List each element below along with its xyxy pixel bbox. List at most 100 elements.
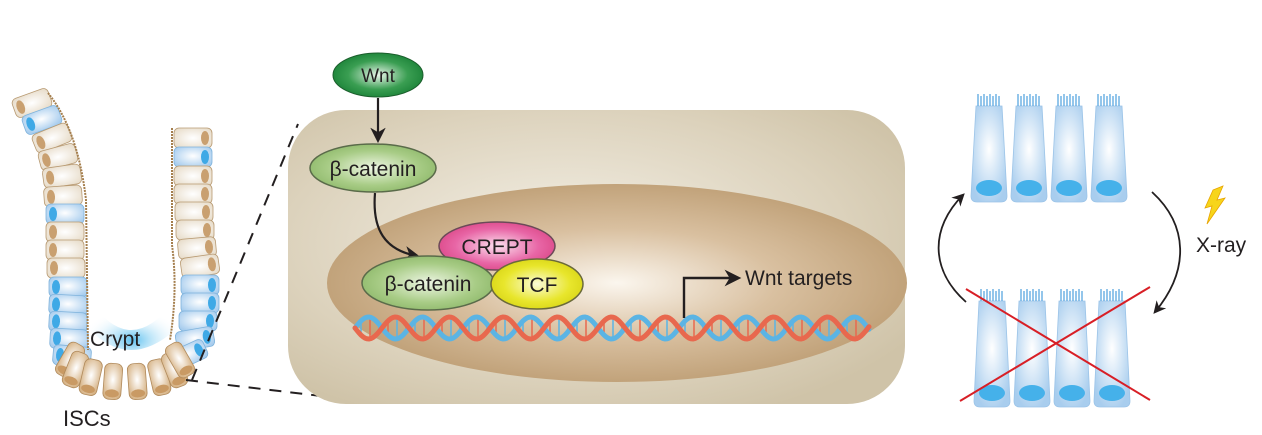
crypt-cell [173,183,213,205]
cell-nucleus [49,243,57,257]
crypt-cell [173,165,213,187]
crypt-cell [173,146,213,168]
stem-cell-niche [55,341,195,401]
nuclear-translocation-arrow [373,192,421,262]
cell-nucleus [104,389,119,398]
crypt-cell [45,203,85,225]
beta-catenin-cytoplasmic: β-catenin [309,143,437,193]
cell-nucleus [1099,385,1125,401]
wnt-ligand: Wnt [332,52,424,98]
crypt-cell [46,257,86,279]
damaged-epithelial-cells [973,289,1131,408]
crypt-cell [48,293,88,317]
cell-nucleus [52,297,61,312]
cell-nucleus [208,278,216,292]
damaged-cell [973,289,1011,408]
cell-nucleus [49,225,57,239]
crypt-right-wall [167,127,220,371]
crept-protein: CREPT [438,221,556,271]
damage-cross [959,286,1151,402]
cell-nucleus [203,223,211,237]
cell-nucleus [52,314,61,329]
damaged-cell [1053,289,1091,408]
cell-nucleus [52,280,60,294]
zoom-line-bottom [185,379,356,401]
beta-catenin-cytoplasmic-label: β-catenin [330,158,417,181]
cell-nucleus [36,135,46,150]
crypt-cell [45,239,85,261]
cell-nucleus [26,117,36,131]
healthy-cell [1090,94,1128,203]
cell-nucleus [172,376,186,386]
crypt-label: Crypt [90,328,140,351]
healthy-epithelial-cells [970,94,1128,203]
regeneration-arrow [937,193,967,303]
crypt-cell [180,292,220,314]
stem-cell [126,362,148,401]
cell-nucleus [46,170,55,185]
cell-nucleus [206,314,214,328]
crypt-cell [173,127,213,149]
cell-nucleus [202,205,210,219]
cell-nucleus [53,331,62,346]
healthy-cell [1050,94,1088,203]
stem-cell [165,341,195,379]
wnt-targets-label: Wnt targets [745,267,852,290]
crypt-cell [45,221,85,243]
damaged-cell [1093,289,1131,408]
beta-catenin-nuclear-label: β-catenin [385,273,472,296]
crypt-cell [177,236,217,260]
injury-arrow [1151,191,1182,314]
damaged-cell [1013,289,1051,408]
cell-nucleus [1019,385,1045,401]
cell-nucleus [201,131,209,145]
dna-strand [352,314,872,342]
tcf-protein: TCF [490,258,584,310]
cell-nucleus [42,153,51,167]
cell-nucleus [1056,180,1082,196]
crypt-left-wall [11,88,92,368]
cell-nucleus [155,384,169,394]
healthy-cell [970,94,1008,203]
healthy-cell [1010,94,1048,203]
cell-nucleus [64,376,78,386]
beta-catenin-nuclear: β-catenin [361,255,495,311]
cell-nucleus [16,100,26,114]
cell-nucleus [979,385,1005,401]
cell-nucleus [207,257,216,272]
x-ray-label: X-ray [1196,234,1247,257]
crypt-cell [180,274,220,296]
cell-nucleus [976,180,1002,196]
cell-nucleus [50,261,58,275]
cell-nucleus [131,389,146,398]
brush-border-right [169,128,176,341]
cell-nucleus [1059,385,1085,401]
cell-nucleus [1016,180,1042,196]
dna-strand [352,314,872,342]
intestinal-crypt: Crypt ISCs [11,88,220,431]
cell-nucleus [194,343,204,357]
cell-nucleus [201,187,209,201]
crypt-cell [21,105,63,135]
cell-nucleus [81,384,95,394]
crypt-cell [178,310,218,332]
cell-nucleus [1096,180,1122,196]
stem-cell [78,358,103,396]
wnt-label: Wnt [361,66,396,87]
cell-nucleus [204,239,213,254]
dna-helix [352,314,872,342]
stem-cell [102,362,124,401]
cell-nucleus [208,296,216,310]
tcf-label: TCF [517,274,558,297]
cell-nucleus [201,150,209,164]
zoom-line-top [191,123,299,381]
lightning-icon [1204,185,1226,225]
transcription-start-arrow [682,269,742,318]
cell-nucleus [47,189,56,204]
crypt-lumen [90,300,175,350]
crypt-cell [174,201,214,223]
stem-cell-label: ISCs [63,406,111,431]
cell-nucleus [201,169,209,183]
cell-nucleus [179,365,193,376]
